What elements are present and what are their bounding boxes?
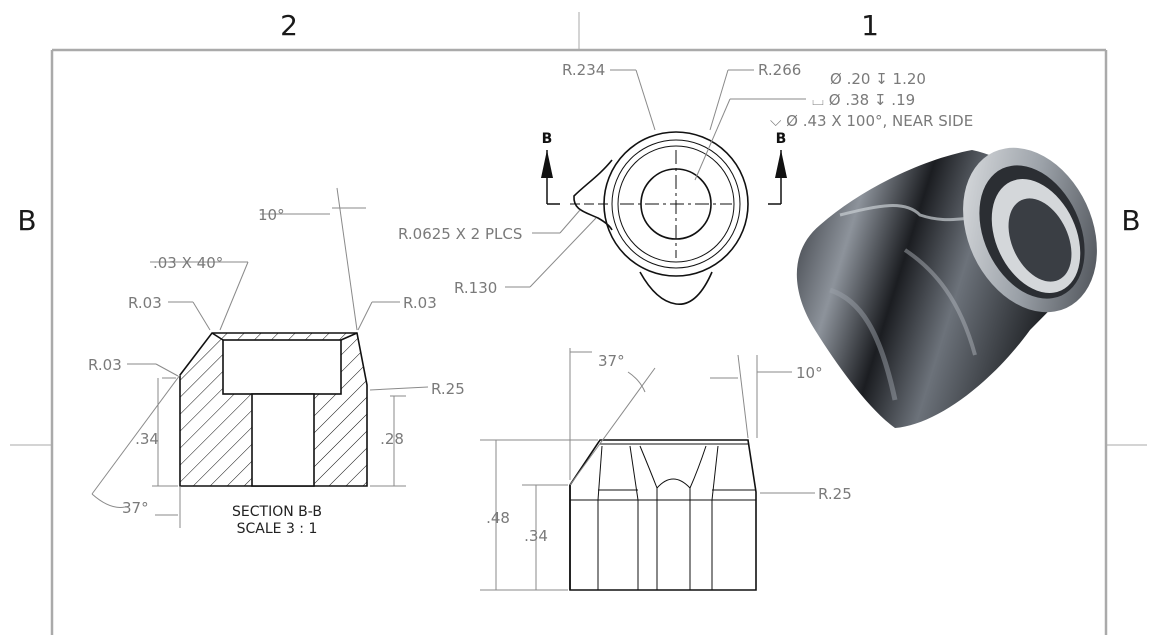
dim-front-h34: .34	[524, 527, 548, 545]
dim-top-hole-2: ⌴ Ø .38 ↧ .19	[812, 91, 915, 109]
dim-top-r266: R.266	[758, 61, 801, 79]
section-marker-right: B	[776, 131, 787, 147]
dim-front-angle-37: 37°	[598, 352, 625, 370]
dim-section-r25: R.25	[431, 380, 465, 398]
dim-section-chamfer: .03 X 40°	[153, 254, 223, 272]
dim-top-hole-3: ⌵ Ø .43 X 100°, NEAR SIDE	[770, 112, 973, 130]
dim-top-r234: R.234	[562, 61, 605, 79]
dim-front-angle-10: 10°	[796, 364, 823, 382]
zone-label-b-left: B	[17, 204, 36, 237]
dim-section-h28: .28	[380, 430, 404, 448]
sheet-border	[10, 12, 1147, 635]
front-view	[480, 348, 815, 591]
dim-top-r0625: R.0625 X 2 PLCS	[398, 225, 522, 243]
zone-label-b-right: B	[1121, 204, 1140, 237]
dim-top-hole-1: Ø .20 ↧ 1.20	[830, 70, 926, 88]
dim-section-r03-right: R.03	[403, 294, 437, 312]
dim-front-r25: R.25	[818, 485, 852, 503]
dim-section-angle-37: 37°	[122, 499, 149, 517]
dim-section-angle-10: 10°	[258, 206, 285, 224]
zone-label-1: 1	[861, 9, 879, 42]
dim-section-r03-left: R.03	[128, 294, 162, 312]
top-view	[505, 69, 806, 305]
section-view	[91, 187, 429, 528]
section-caption: SECTION B-B	[232, 504, 322, 520]
zone-label-2: 2	[280, 9, 298, 42]
isometric-render	[796, 147, 1097, 428]
section-marker-left: B	[542, 131, 553, 147]
section-scale: SCALE 3 : 1	[237, 521, 318, 537]
dim-front-h48: .48	[486, 509, 510, 527]
dim-top-r130: R.130	[454, 279, 497, 297]
dim-section-r03-side: R.03	[88, 356, 122, 374]
dim-section-h34: .34	[135, 430, 159, 448]
